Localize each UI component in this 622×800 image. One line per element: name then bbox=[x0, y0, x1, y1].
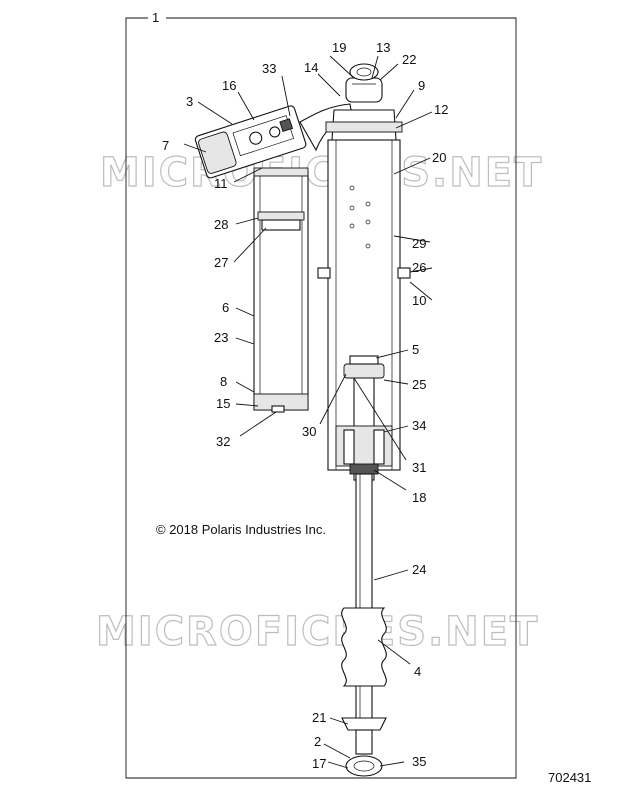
callout-2: 2 bbox=[314, 734, 321, 749]
diagram-frame bbox=[125, 17, 517, 779]
callout-11: 11 bbox=[214, 176, 228, 191]
callout-18: 18 bbox=[412, 490, 426, 505]
copyright-notice: © 2018 Polaris Industries Inc. bbox=[156, 522, 326, 537]
callout-24: 24 bbox=[412, 562, 426, 577]
callout-19: 19 bbox=[332, 40, 346, 55]
callout-25: 25 bbox=[412, 377, 426, 392]
callout-32: 32 bbox=[216, 434, 230, 449]
callout-labels: 1 19 13 22 33 14 9 16 3 12 7 20 11 28 29… bbox=[152, 10, 448, 771]
callout-29: 29 bbox=[412, 236, 426, 251]
leader-lines bbox=[183, 55, 433, 769]
callout-17: 17 bbox=[312, 756, 326, 771]
callout-27: 27 bbox=[214, 255, 228, 270]
callout-14: 14 bbox=[304, 60, 318, 75]
reservoir-assembly bbox=[194, 103, 353, 413]
callout-23: 23 bbox=[214, 330, 228, 345]
callout-3: 3 bbox=[186, 94, 193, 109]
callout-13: 13 bbox=[376, 40, 390, 55]
callout-28: 28 bbox=[214, 217, 228, 232]
callout-9: 9 bbox=[418, 78, 425, 93]
callout-10: 10 bbox=[412, 293, 426, 308]
callout-22: 22 bbox=[402, 52, 416, 67]
callout-15: 15 bbox=[216, 396, 230, 411]
watermark-bottom: MICROFICHES.NET bbox=[96, 609, 539, 655]
callout-33: 33 bbox=[262, 61, 276, 76]
callout-6: 6 bbox=[222, 300, 229, 315]
callout-35: 35 bbox=[412, 754, 426, 769]
callout-8: 8 bbox=[220, 374, 227, 389]
callout-26: 26 bbox=[412, 260, 426, 275]
main-body-assembly bbox=[317, 63, 411, 777]
callout-4: 4 bbox=[414, 664, 421, 679]
callout-34: 34 bbox=[412, 418, 426, 433]
callout-12: 12 bbox=[434, 102, 448, 117]
callout-21: 21 bbox=[312, 710, 326, 725]
watermark-top: MICROFICHES.NET bbox=[100, 150, 543, 196]
callout-16: 16 bbox=[222, 78, 236, 93]
callout-20: 20 bbox=[432, 150, 446, 165]
callout-1: 1 bbox=[152, 10, 159, 25]
callout-31: 31 bbox=[412, 460, 426, 475]
callout-7: 7 bbox=[162, 138, 169, 153]
callout-5: 5 bbox=[412, 342, 419, 357]
diagram-part-number: 702431 bbox=[548, 770, 591, 785]
callout-30: 30 bbox=[302, 424, 316, 439]
